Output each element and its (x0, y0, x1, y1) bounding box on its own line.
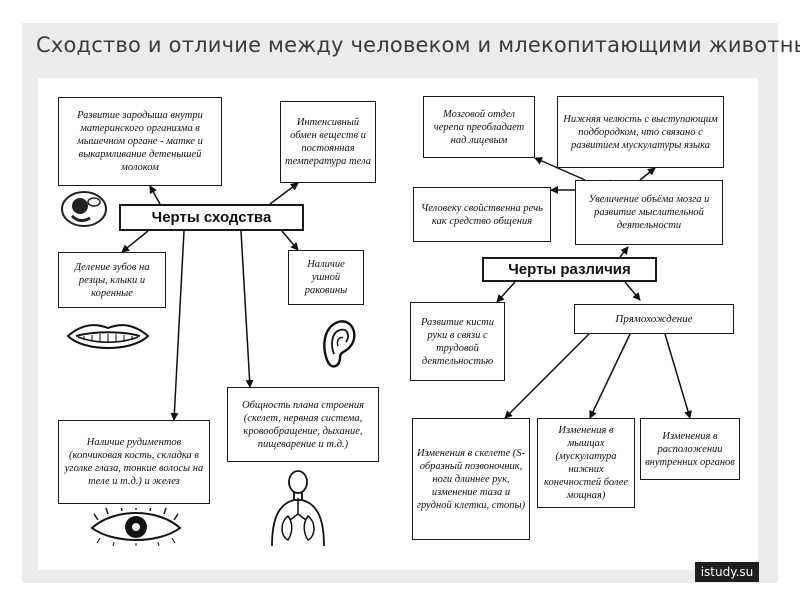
site-brand-badge: istudy.su (695, 562, 759, 582)
similarity-rudiments-box: Наличие рудиментов (копчиковая кость, ск… (58, 420, 210, 504)
difference-speech-box: Человеку свойственна речь как средство о… (413, 187, 551, 242)
similarity-body-plan-box: Общность плана строения (скелет, нервная… (227, 387, 379, 462)
difference-skull-box: Мозговой отдел черепа преобладает над ли… (423, 96, 535, 158)
similarity-ear-box: Наличие ушной раковины (288, 250, 364, 305)
ear-icon (323, 320, 356, 368)
difference-hand-box: Развитие кисти руки в связи с трудовой д… (410, 302, 505, 381)
eye-icon (90, 508, 182, 546)
similarity-teeth-box: Деление зубов на резцы, клыки и коренные (58, 252, 166, 308)
similarity-metabolism-box: Интенсивный обмен веществ и постоянная т… (280, 101, 376, 183)
difference-brain-box: Увеличение объёма мозга и развитие мысли… (575, 180, 723, 245)
human-body-icon (271, 470, 325, 546)
difference-jaw-box: Нижняя челюсть с выступающим подбородком… (557, 96, 724, 168)
slide-title: Сходство и отличие между человеком и мле… (36, 33, 800, 57)
upright-organs-box: Изменения в расположении внутренних орга… (640, 418, 740, 480)
difference-upright-box: Прямохождение (574, 304, 734, 334)
similarity-heading: Черты сходства (119, 204, 304, 231)
upright-skeleton-box: Изменения в скелете (S-образный позвоноч… (412, 418, 530, 540)
difference-heading: Черты различия (482, 257, 657, 282)
mouth-icon (66, 324, 150, 349)
embryo-icon (61, 191, 107, 227)
similarity-embryo-box: Развитие зародыша внутри материнского ор… (58, 97, 222, 186)
upright-muscles-box: Изменения в мышцах (мускулатура нижних к… (537, 418, 635, 508)
